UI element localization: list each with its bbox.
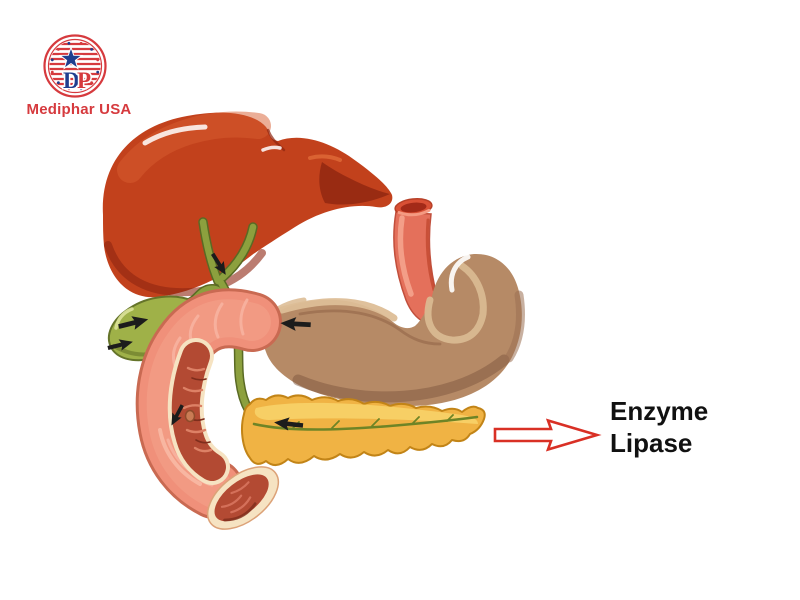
liver — [102, 111, 393, 298]
pancreas — [241, 394, 486, 466]
duodenal-papilla — [184, 409, 196, 423]
mediphar-logo: D P Mediphar USA — [27, 34, 132, 118]
logo-ring-dots-blue — [50, 41, 100, 91]
duodenum-edge-light — [158, 428, 202, 486]
duodenum-cutaway — [167, 338, 230, 485]
logo-monogram-left: D — [63, 68, 80, 93]
annotation-label-line1: Enzyme — [610, 396, 708, 426]
esophagus-opening — [394, 198, 433, 217]
stomach-body — [262, 253, 522, 407]
logo-ring-dots-red — [50, 41, 100, 91]
annotation-label-line2: Lipase — [610, 428, 692, 458]
annotation-arrow-icon — [493, 418, 602, 452]
logo-monogram-right: P — [77, 68, 91, 93]
esophagus-shade — [425, 218, 436, 292]
cutaway-lining — [171, 342, 226, 481]
duodenum — [135, 288, 282, 530]
stomach — [262, 253, 526, 407]
duodenum-open-end — [206, 466, 280, 530]
liver-body — [102, 112, 393, 298]
liver-shading — [104, 111, 390, 297]
stomach-shading — [263, 254, 526, 403]
logo-star-icon — [58, 45, 84, 70]
brand-name: Mediphar USA — [27, 101, 132, 118]
esophagus-highlight — [397, 215, 414, 297]
annotation: Enzyme Lipase — [493, 396, 708, 458]
pancreas-highlight — [254, 402, 478, 424]
esophagus — [393, 198, 438, 324]
